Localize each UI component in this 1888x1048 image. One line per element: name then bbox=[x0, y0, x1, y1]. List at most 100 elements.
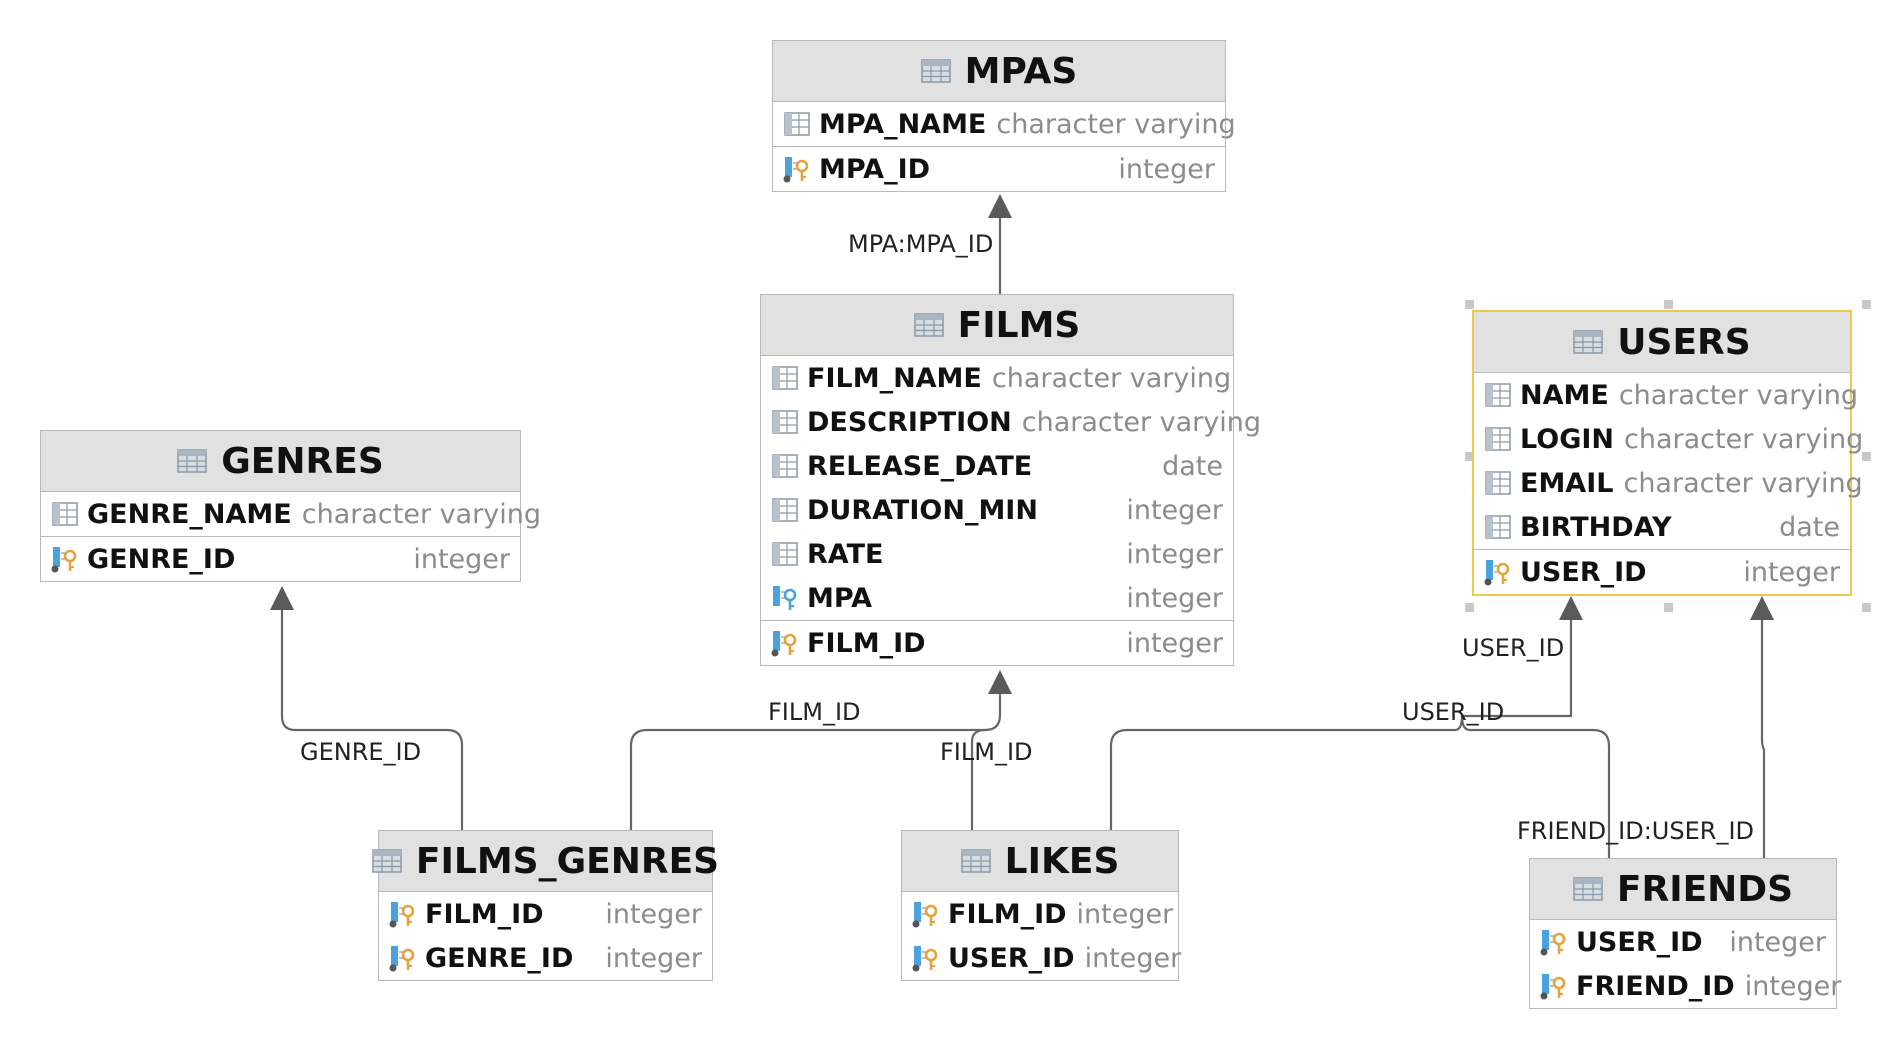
relation-line-likes-user[interactable] bbox=[1109, 616, 1573, 832]
table-header[interactable]: MPAS bbox=[773, 41, 1225, 102]
relation-line-friends-user[interactable] bbox=[1460, 715, 1611, 860]
selection-handle[interactable] bbox=[1862, 603, 1871, 612]
column-icon bbox=[1484, 513, 1512, 541]
relation-label-likes-user: USER_ID bbox=[1462, 634, 1565, 662]
selection-handle[interactable] bbox=[1862, 452, 1871, 461]
column-row[interactable]: FRIEND_ID integer bbox=[1530, 964, 1841, 1008]
selection-handle[interactable] bbox=[1862, 300, 1871, 309]
column-row[interactable]: MPA_NAME character varying bbox=[773, 102, 1236, 146]
column-icon bbox=[783, 110, 811, 138]
relation-label-friends-user: USER_ID bbox=[1402, 698, 1505, 726]
primary-foreign-key-icon bbox=[389, 900, 417, 928]
selection-handle[interactable] bbox=[1664, 603, 1673, 612]
table-title: LIKES bbox=[1004, 840, 1120, 882]
table-icon bbox=[177, 441, 207, 482]
column-row[interactable]: EMAIL character varying bbox=[1474, 461, 1863, 505]
column-type: integer bbox=[1743, 556, 1840, 588]
column-name: FRIEND_ID bbox=[1576, 970, 1735, 1002]
selection-handle[interactable] bbox=[1465, 603, 1474, 612]
table-icon bbox=[1573, 869, 1603, 910]
column-type: integer bbox=[1744, 970, 1842, 1002]
table-header[interactable]: FRIENDS bbox=[1530, 859, 1836, 920]
relation-label-films-genres-genre: GENRE_ID bbox=[300, 738, 422, 766]
column-icon bbox=[771, 452, 799, 480]
table-title: USERS bbox=[1617, 321, 1751, 363]
column-type: integer bbox=[1084, 942, 1182, 974]
table-icon bbox=[920, 51, 951, 92]
column-row[interactable]: FILM_ID integer bbox=[379, 892, 712, 936]
relation-line-likes-film[interactable] bbox=[970, 728, 986, 832]
table-title: FILMS bbox=[957, 304, 1081, 346]
column-type: integer bbox=[1118, 153, 1215, 185]
primary-foreign-key-icon bbox=[912, 944, 940, 972]
column-type: integer bbox=[413, 543, 510, 575]
column-name: NAME bbox=[1520, 379, 1609, 411]
relation-line-friends-friend[interactable] bbox=[1760, 616, 1766, 860]
primary-foreign-key-icon bbox=[1540, 928, 1568, 956]
column-type: character varying bbox=[301, 498, 541, 530]
column-name: GENRE_ID bbox=[425, 942, 574, 974]
column-type: integer bbox=[1126, 538, 1223, 570]
primary-key-icon bbox=[783, 155, 811, 183]
selection-handle[interactable] bbox=[1664, 300, 1673, 309]
column-type: character varying bbox=[996, 108, 1236, 140]
column-name: RELEASE_DATE bbox=[807, 450, 1033, 482]
column-name: DURATION_MIN bbox=[807, 494, 1038, 526]
selection-handle[interactable] bbox=[1465, 452, 1474, 461]
table-icon bbox=[960, 841, 991, 882]
selection-handle[interactable] bbox=[1465, 300, 1474, 309]
column-icon bbox=[771, 496, 799, 524]
column-name: FILM_ID bbox=[807, 627, 926, 659]
column-name: USER_ID bbox=[1576, 926, 1703, 958]
primary-key-icon bbox=[51, 545, 79, 573]
column-row[interactable]: GENRE_ID integer bbox=[379, 936, 712, 980]
relation-line-films-genres-genre[interactable] bbox=[280, 606, 464, 832]
table-header[interactable]: FILMS_GENRES bbox=[372, 831, 719, 892]
column-name: EMAIL bbox=[1520, 467, 1614, 499]
table-title: FILMS_GENRES bbox=[415, 840, 720, 882]
column-type: integer bbox=[605, 898, 702, 930]
primary-key-icon bbox=[1484, 558, 1512, 586]
column-name: LOGIN bbox=[1520, 423, 1614, 455]
column-type: integer bbox=[1126, 582, 1223, 614]
column-type: integer bbox=[605, 942, 702, 974]
table-header[interactable]: USERS bbox=[1474, 312, 1850, 373]
arrow-head-users-right bbox=[1750, 596, 1774, 620]
table-header[interactable]: LIKES bbox=[902, 831, 1178, 892]
column-name: MPA_NAME bbox=[819, 108, 987, 140]
column-name: FILM_ID bbox=[425, 898, 544, 930]
column-type: character varying bbox=[1623, 467, 1863, 499]
table-icon bbox=[1573, 322, 1604, 363]
table-header[interactable]: FILMS bbox=[761, 295, 1233, 356]
relation-line-films-genres-film[interactable] bbox=[629, 692, 1002, 832]
table-header[interactable]: GENRES bbox=[41, 431, 520, 492]
column-icon bbox=[771, 408, 799, 436]
relation-label-films-genres-film: FILM_ID bbox=[768, 698, 861, 726]
